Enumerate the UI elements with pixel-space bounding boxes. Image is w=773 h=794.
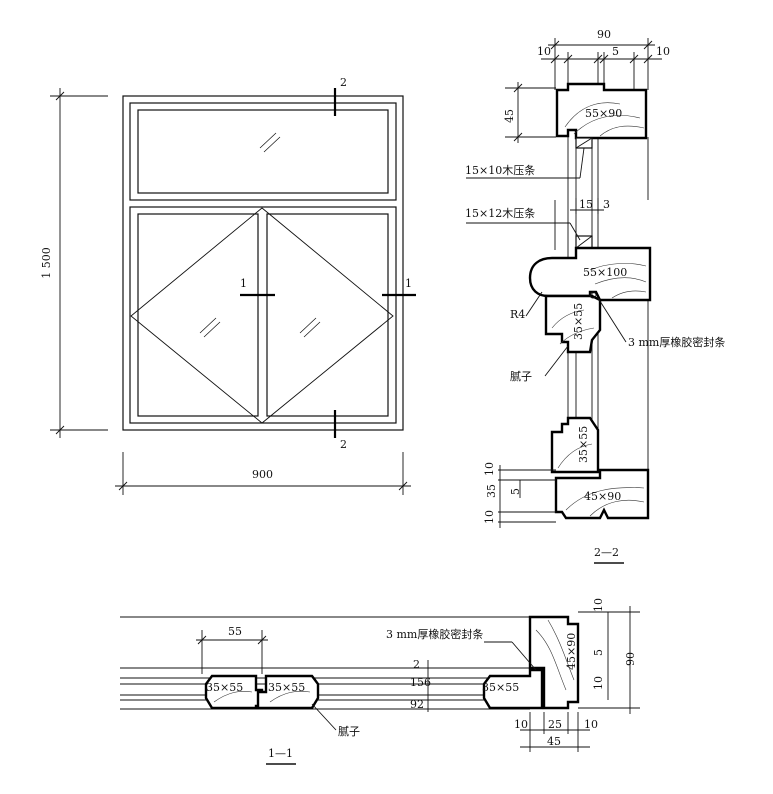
- left-sash: [137, 213, 259, 417]
- right-sash: [266, 213, 389, 417]
- dim-3: 3: [603, 198, 610, 211]
- glass-hatch: [263, 136, 281, 153]
- sash-lower-35x55: 35×55: [577, 426, 590, 463]
- section-2-label-bottom: 2: [340, 438, 347, 451]
- sash-left-profile: [204, 674, 264, 710]
- dim-bottom-10b: 10: [584, 718, 598, 731]
- sash-lower-profile: [550, 416, 600, 474]
- radius-r4: R4: [510, 308, 525, 321]
- transom-glass: [137, 109, 389, 194]
- glass-hatch: [259, 132, 277, 149]
- transom-profile: [528, 246, 652, 302]
- dim-15: 15: [579, 198, 593, 211]
- section-2-2: 90 10 5 10 45 55×90 15×10木压条 15×: [465, 28, 725, 564]
- dim-left-10: 10: [537, 45, 551, 58]
- glass-hatch: [303, 321, 321, 338]
- dim-right-10a: 10: [592, 598, 605, 612]
- casement-opening-lines: [130, 207, 394, 424]
- dim-bottom-25: 25: [548, 718, 562, 731]
- sill-profile: [554, 468, 650, 520]
- width-dimension: 900: [252, 468, 273, 481]
- putty-label-2-2: 腻子: [510, 370, 532, 383]
- glass-hatch: [299, 317, 317, 334]
- window-elevation: 2 2 1 1 900 1 500: [40, 76, 416, 495]
- section-1-1-title: 1—1: [268, 747, 293, 760]
- strip-15x10: 15×10木压条: [465, 163, 535, 177]
- dim-right-10b: 10: [592, 676, 605, 690]
- dim-bottom-45: 45: [547, 735, 561, 748]
- jamb-45x90: 45×90: [565, 633, 578, 670]
- height-dimension: 1 500: [40, 247, 53, 279]
- dim-55: 55: [228, 625, 242, 638]
- sash-right-35x55: 35×55: [268, 681, 305, 694]
- glass-hatch: [199, 317, 217, 334]
- dim-right-5: 5: [592, 649, 605, 656]
- profile-55x90: 55×90: [585, 107, 622, 120]
- dim-mid-5: 5: [612, 45, 619, 58]
- dim-9-2: 92: [410, 698, 424, 711]
- sash-frame-35x55: 35×55: [482, 681, 519, 694]
- dim-sill-10a: 10: [483, 462, 496, 476]
- profile-45x90: 45×90: [584, 490, 621, 503]
- strip-15x12: 15×12木压条: [465, 206, 535, 220]
- profile-55x100: 55×100: [583, 266, 627, 279]
- dim-45: 45: [503, 109, 516, 123]
- dim-right-10: 10: [656, 45, 670, 58]
- dim-right-90: 90: [624, 652, 637, 666]
- dim-2: 2: [413, 658, 420, 671]
- jamb-profile: [528, 615, 580, 710]
- glass-hatch: [203, 321, 221, 338]
- section-1-label-right: 1: [405, 277, 412, 290]
- sash-frame-profile: [482, 668, 544, 710]
- dim-15-6: 156: [410, 676, 431, 689]
- dim-sill-35: 35: [485, 484, 498, 498]
- dim-bottom-10a: 10: [514, 718, 528, 731]
- dim-sill-5: 5: [509, 488, 522, 495]
- section-1-label-left: 1: [240, 277, 247, 290]
- frame-head-profile: [555, 82, 648, 140]
- putty-label-1-1: 腻子: [338, 725, 360, 738]
- gasket-label-1-1: 3 mm厚橡胶密封条: [386, 627, 483, 641]
- dim-sill-10b: 10: [483, 510, 496, 524]
- sash-upper-35x55: 35×55: [572, 303, 585, 340]
- sash-left-35x55: 35×55: [206, 681, 243, 694]
- dim-overall-90: 90: [597, 28, 611, 41]
- section-2-2-title: 2—2: [594, 546, 619, 559]
- section-2-label-top: 2: [340, 76, 347, 89]
- gasket-label-2-2: 3 mm厚橡胶密封条: [628, 335, 725, 349]
- section-1-1: 55 35×55 35×55 腻子 35×55 45×90 3 mm厚橡胶密封条…: [120, 598, 640, 765]
